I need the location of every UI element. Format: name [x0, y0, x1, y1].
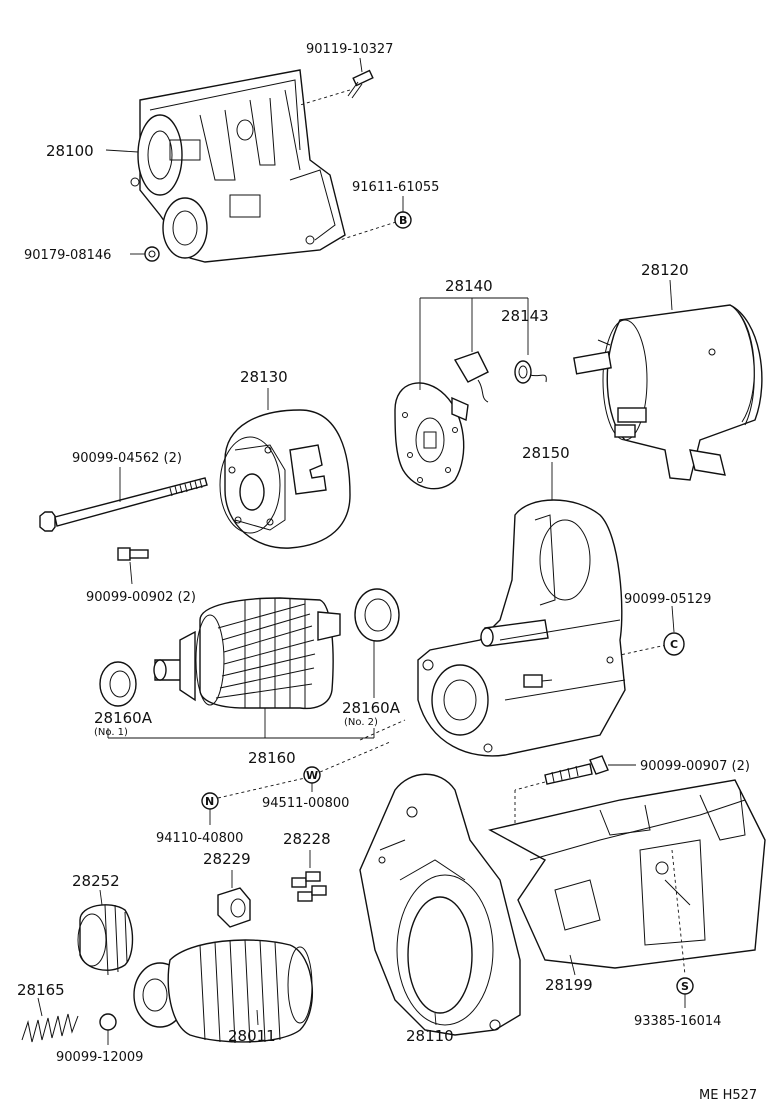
label-28130: 28130 — [240, 368, 288, 386]
marker-w-text: W — [306, 769, 318, 782]
label-28160: 28160 — [248, 749, 296, 767]
label-28252: 28252 — [72, 872, 120, 890]
nut-90179-08146 — [130, 246, 160, 262]
part-28143-brush-spring — [514, 360, 547, 384]
label-28160a-no1-note: (No. 1) — [94, 727, 128, 738]
part-28229-clutch-collar — [217, 870, 251, 928]
label-28229: 28229 — [203, 850, 251, 868]
label-28199: 28199 — [545, 976, 593, 994]
part-90099-12009-ball — [99, 1013, 117, 1045]
marker-c-text: C — [670, 638, 678, 651]
part-28140-brush-holder — [394, 297, 529, 490]
label-28165: 28165 — [17, 981, 65, 999]
part-28160-armature — [107, 597, 375, 739]
label-28143: 28143 — [501, 307, 549, 325]
label-28120: 28120 — [641, 261, 689, 279]
label-90099-04562: 90099-04562 (2) — [72, 451, 182, 466]
marker-n-94110-40800: N — [201, 741, 391, 825]
footer-code: ME H527 — [699, 1088, 757, 1103]
label-28150: 28150 — [522, 444, 570, 462]
part-28199-cover — [488, 779, 766, 976]
label-28011: 28011 — [228, 1027, 276, 1045]
dash-armature-to-field — [359, 719, 406, 741]
label-93385-16014: 93385-16014 — [634, 1014, 721, 1029]
part-28252-pinion-gear — [77, 889, 134, 976]
part-28150-magnetic-switch — [417, 462, 626, 757]
label-28160a-no2: 28160A — [342, 699, 401, 717]
bearing-28160a-no2 — [354, 588, 400, 698]
label-28228: 28228 — [283, 830, 331, 848]
part-28100-drive-housing — [130, 69, 346, 263]
marker-b-text: B — [399, 214, 407, 227]
label-28160a-no1: 28160A — [94, 709, 153, 727]
label-90099-12009: 90099-12009 — [56, 1050, 143, 1065]
bolt-90099-00907 — [514, 755, 636, 840]
marker-s-text: S — [681, 980, 689, 993]
label-90099-05129: 90099-05129 — [624, 592, 711, 607]
screw-90099-00902 — [117, 547, 149, 585]
label-90119-10327: 90119-10327 — [306, 42, 393, 57]
marker-b-91611-61055: B — [339, 196, 412, 241]
bolt-90099-04562 — [39, 467, 208, 532]
part-28165-spring — [21, 997, 79, 1043]
part-28011-starter-clutch — [133, 939, 313, 1044]
screw-90119-10327 — [299, 57, 374, 106]
label-94110-40800: 94110-40800 — [156, 831, 243, 846]
label-28110: 28110 — [406, 1027, 454, 1045]
nut-90099-05129: C — [619, 605, 685, 656]
marker-w-94511-00800: W — [303, 766, 321, 792]
part-28110-starter-housing — [359, 773, 521, 1036]
label-94511-00800: 94511-00800 — [262, 796, 349, 811]
label-28140: 28140 — [445, 277, 493, 295]
label-90179-08146: 90179-08146 — [24, 248, 111, 263]
marker-s-93385-16014: S — [676, 977, 694, 1008]
label-28100: 28100 — [46, 142, 94, 160]
label-91611-61055: 91611-61055 — [352, 180, 439, 195]
part-28120-yoke-assembly — [573, 279, 763, 481]
label-90099-00902: 90099-00902 (2) — [86, 590, 196, 605]
marker-n-text: N — [205, 795, 214, 808]
leader-28100 — [105, 149, 139, 153]
label-90099-00907: 90099-00907 (2) — [640, 759, 750, 774]
part-28130-commutator-end-frame — [219, 388, 351, 549]
bearing-28160a-no1 — [99, 661, 137, 707]
part-28228-rollers — [291, 850, 327, 902]
label-28160a-no2-note: (No. 2) — [344, 717, 378, 728]
